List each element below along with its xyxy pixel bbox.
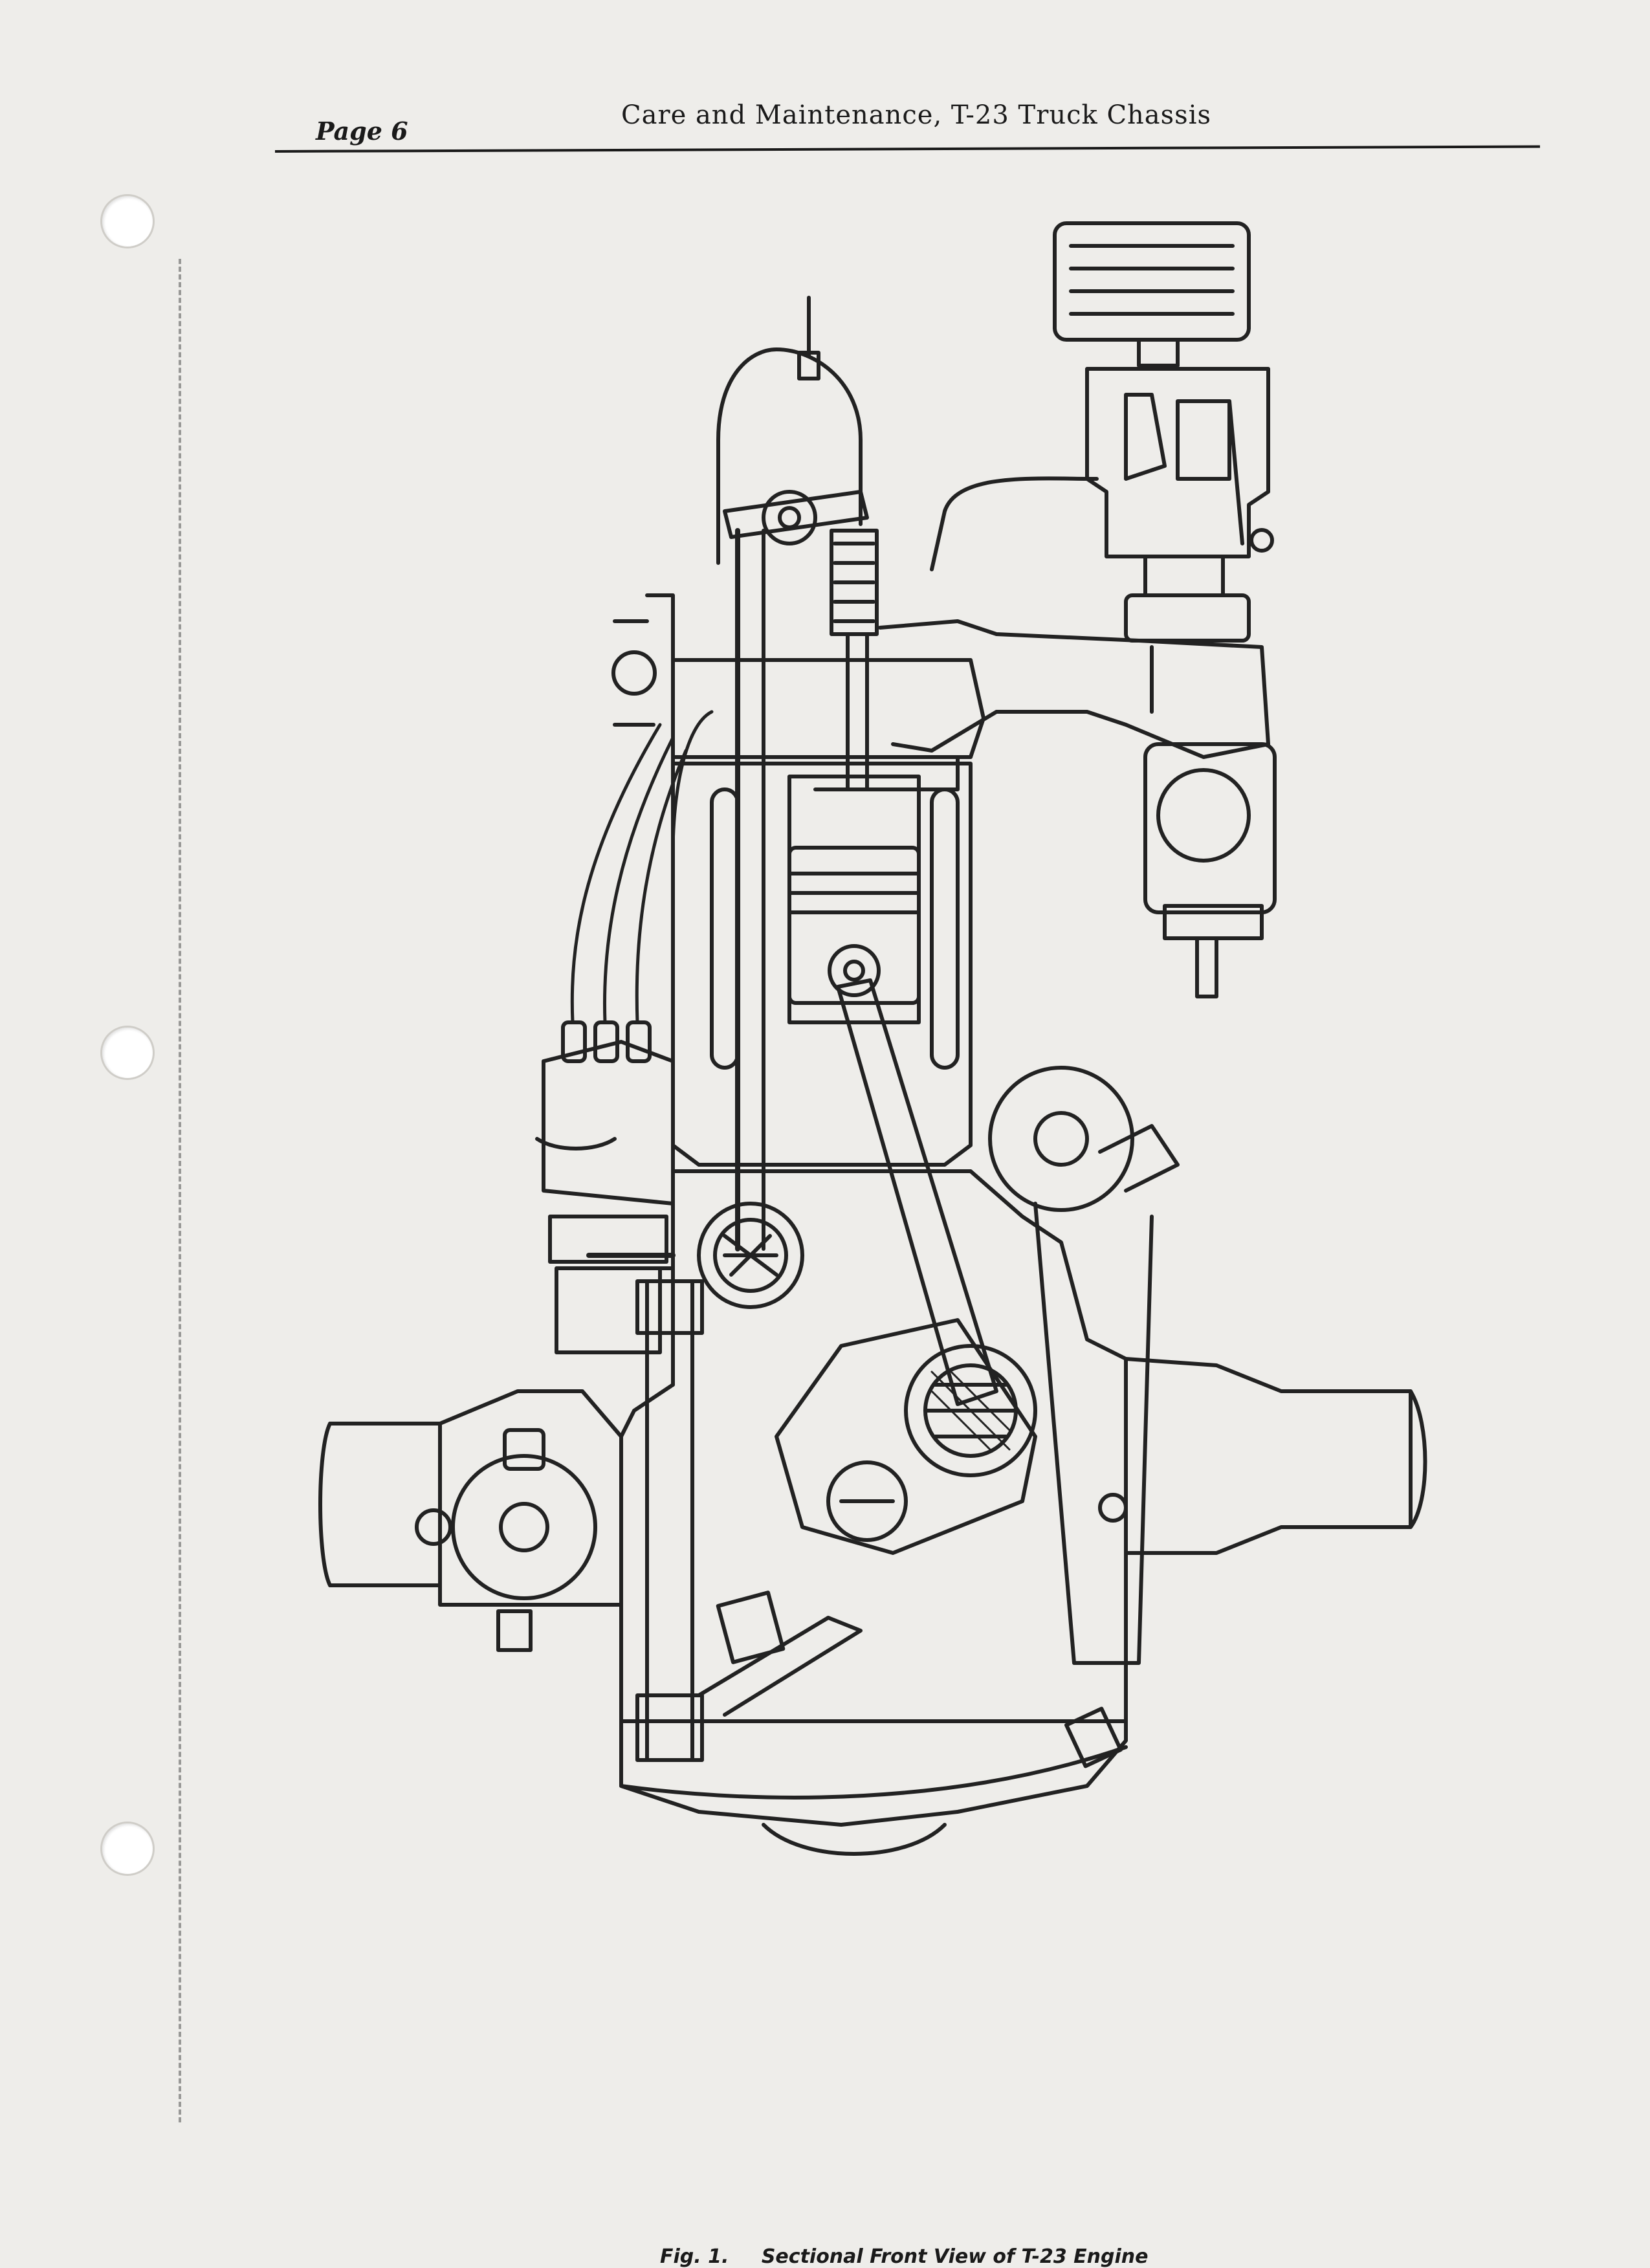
rocker-arm: [723, 490, 879, 636]
timing-cover: [415, 1389, 623, 1607]
piston: [787, 846, 921, 1005]
camshaft: [697, 1202, 804, 1309]
oil-pan: [619, 1706, 1128, 1800]
breather-pipe: [988, 1066, 1180, 1665]
carburetor: [1085, 367, 1274, 643]
cylinder-head: [671, 632, 985, 791]
engine-mount-left: [318, 1422, 533, 1652]
spark-plug-wires: [570, 710, 714, 1024]
page-number: Page 6: [316, 116, 408, 146]
oil-pump: [635, 1279, 863, 1762]
engine-mount-right: [1098, 1357, 1427, 1555]
figure-caption-text: Sectional Front View of T-23 Engine: [761, 2245, 1149, 2268]
valve-cover: [716, 296, 863, 565]
air-cleaner: [1053, 221, 1251, 368]
water-outlet: [611, 593, 675, 765]
figure-caption: Fig. 1. Sectional Front View of T-23 Eng…: [660, 2245, 1174, 2268]
running-title: Care and Maintenance, T-23 Truck Chassis: [621, 100, 1212, 130]
manifold: [878, 619, 1277, 998]
engine-section-drawing: [318, 221, 1427, 1856]
crankshaft: [775, 1318, 1037, 1555]
crankpin-hatching: [930, 1371, 1011, 1451]
punch-hole-top: [100, 194, 155, 248]
margin-line: [179, 259, 181, 2122]
fuel-line: [930, 476, 1099, 571]
crankcase: [619, 1169, 1128, 1856]
figure-label: Fig. 1.: [660, 2245, 729, 2268]
distributor: [535, 1020, 675, 1354]
document-page: Page 6 Care and Maintenance, T-23 Truck …: [100, 100, 1540, 2268]
connecting-rod: [836, 978, 1037, 1477]
punch-hole-bottom: [100, 1822, 155, 1876]
punch-hole-middle: [100, 1026, 155, 1080]
header-rule: [274, 145, 1540, 153]
cylinder-block: [671, 762, 973, 1167]
